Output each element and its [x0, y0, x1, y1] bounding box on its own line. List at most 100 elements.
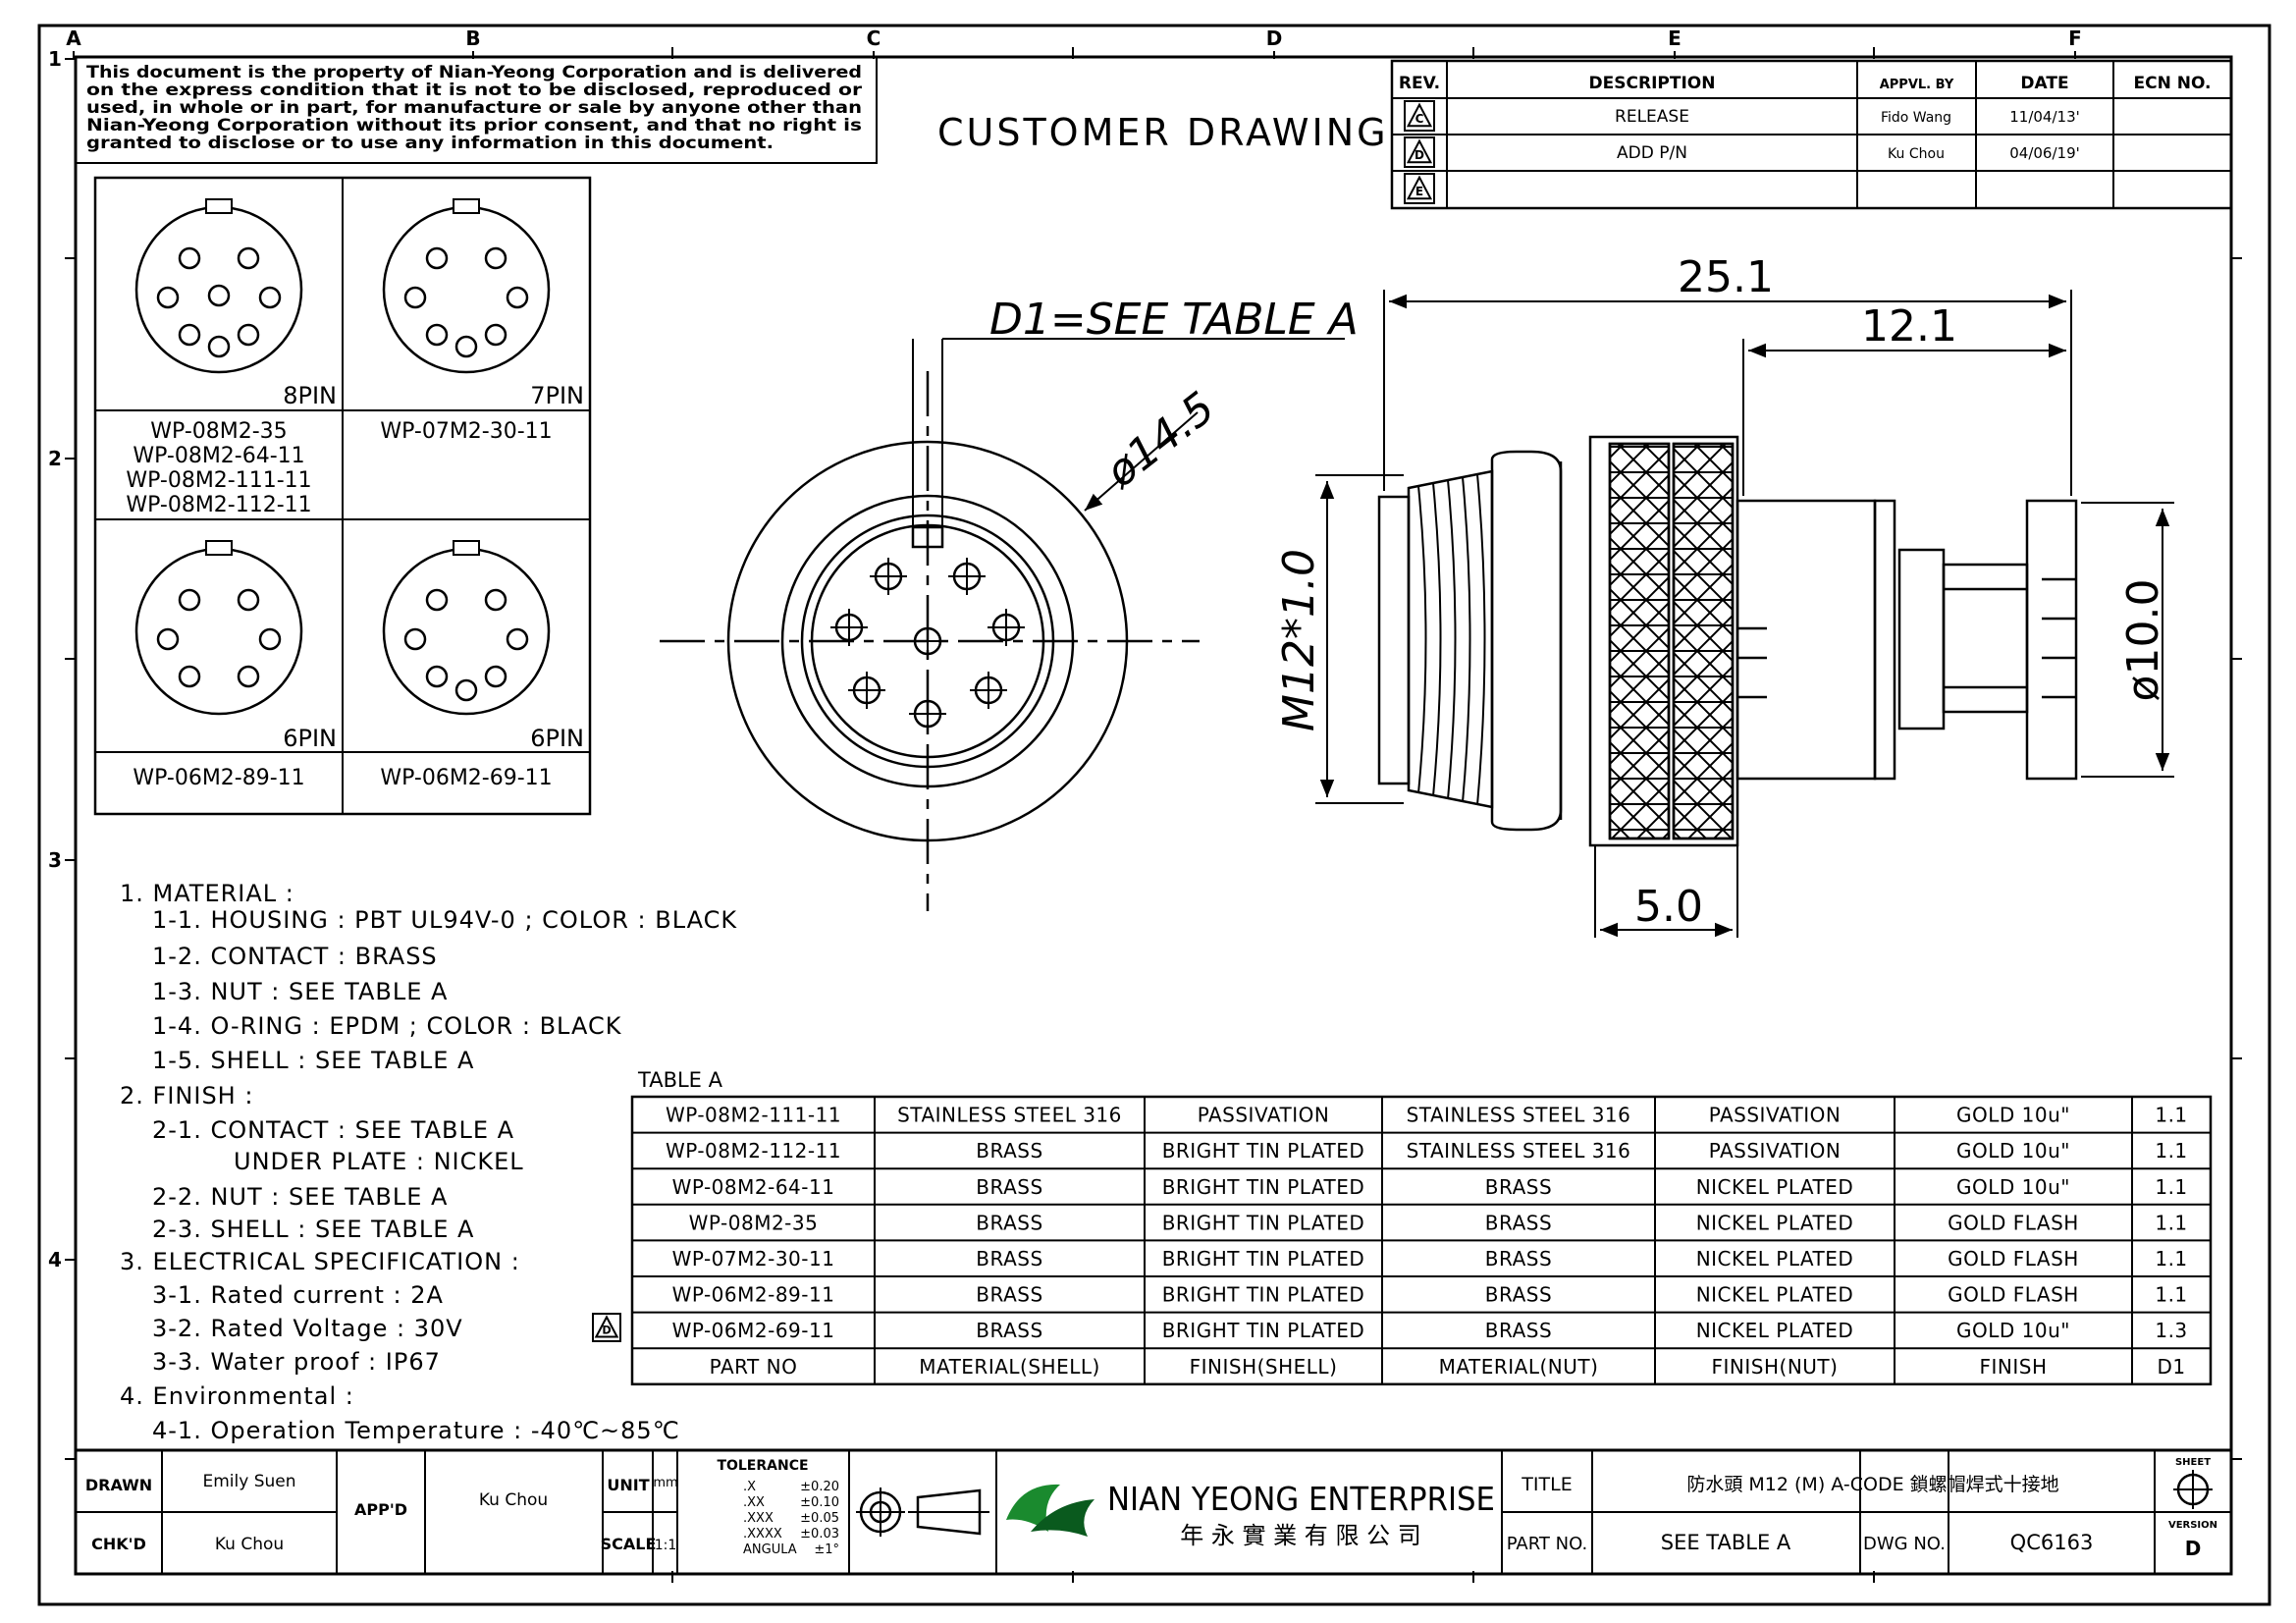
note-line: 3-3. Water proof : IP67 [152, 1348, 441, 1376]
notice-line: This document is the property of Nian-Ye… [86, 63, 862, 82]
revision-triangle: D [1404, 136, 1435, 168]
tolerance-key: .XXX [743, 1511, 774, 1526]
revision-header: APPVL. BY [1880, 78, 1954, 92]
note-line: 4. Environmental : [120, 1382, 354, 1410]
logo-leaf [1006, 1484, 1060, 1532]
pin-hole [425, 246, 449, 270]
table-a-cell: GOLD 10u" [1956, 1139, 2070, 1163]
table-a-header: FINISH(NUT) [1712, 1355, 1839, 1379]
table-a-cell: BRASS [1485, 1319, 1552, 1342]
revision-description: RELEASE [1615, 107, 1689, 127]
table-a-cell: WP-08M2-35 [689, 1211, 819, 1234]
note-line: 1-3. NUT : SEE TABLE A [152, 978, 448, 1005]
table-a-cell: STAINLESS STEEL 316 [1407, 1139, 1631, 1163]
table-a-cell: 1.1 [2155, 1104, 2187, 1127]
tolerance-key: .XX [743, 1495, 765, 1510]
frame-column-label: B [465, 27, 480, 50]
table-a-cell: PASSIVATION [1198, 1104, 1330, 1127]
table-a-header: D1 [2157, 1355, 2185, 1379]
drawn-by: Emily Suen [202, 1472, 295, 1491]
table-a-cell: BRIGHT TIN PLATED [1162, 1247, 1365, 1271]
table-a-cell: WP-08M2-111-11 [666, 1104, 841, 1127]
revision-date: 04/06/19' [2009, 144, 2080, 162]
table-a-cell: 1.1 [2155, 1139, 2187, 1163]
dimension-tail-diameter: ø10.0 [2118, 579, 2168, 702]
pin-hole [506, 627, 529, 651]
drawing-title: 防水頭 M12 (M) A-CODE 鎖螺帽焊式十接地 [1686, 1474, 2058, 1495]
table-a-cell: PASSIVATION [1709, 1104, 1842, 1127]
frame-column-label: C [867, 27, 881, 50]
logo-leaf [1031, 1499, 1095, 1537]
revision-triangle: C [1404, 100, 1435, 132]
revision-box [1404, 100, 1435, 132]
pin-hole [156, 286, 180, 309]
table-a-cell: BRIGHT TIN PLATED [1162, 1139, 1365, 1163]
revision-header: ECN NO. [2134, 74, 2212, 93]
revision-box [1404, 136, 1435, 168]
table-a-cell: BRASS [976, 1247, 1042, 1271]
table-a-cell: GOLD 10u" [1956, 1104, 2070, 1127]
company-name-chinese: 年 永 實 業 有 限 公 司 [1180, 1522, 1420, 1549]
pin-hole [403, 286, 427, 309]
tolerance-key: .XXXX [743, 1527, 782, 1542]
revision-box [1404, 173, 1435, 204]
pin-hole [484, 246, 507, 270]
frame-row-label: 2 [48, 447, 62, 470]
pin-hole [237, 246, 260, 270]
notice-line: granted to disclose or to use any inform… [86, 134, 774, 153]
table-a-cell: BRASS [976, 1283, 1042, 1307]
revision-header: REV. [1399, 74, 1440, 93]
table-a-cell: BRASS [976, 1211, 1042, 1234]
pin-hole [454, 335, 478, 358]
pin-hole [178, 323, 201, 347]
table-a-cell: NICKEL PLATED [1696, 1175, 1854, 1199]
revision-letter: C [1415, 112, 1424, 126]
revision-approved-by: Fido Wang [1881, 110, 1951, 126]
drawing-banner-title: CUSTOMER DRAWING [937, 111, 1389, 154]
revision-triangle-shape [594, 1315, 619, 1338]
checked-by: Ku Chou [215, 1535, 284, 1554]
tolerance-value: ±0.03 [800, 1527, 839, 1542]
dimension-front-diameter: ø14.5 [1096, 383, 1225, 499]
side-view [1315, 290, 2174, 938]
note-line: 2-1. CONTACT : SEE TABLE A [152, 1116, 514, 1144]
pin-count-label: 6PIN [530, 725, 584, 752]
key-notch [453, 540, 480, 556]
notice-line: used, in whole or in part, for manufactu… [86, 98, 862, 118]
note-line: 4-1. Operation Temperature : -40℃~85℃ [152, 1417, 680, 1444]
table-a-cell: GOLD FLASH [1948, 1247, 2079, 1271]
dimension-nut-width: 5.0 [1634, 882, 1703, 932]
approved-label: APP'D [354, 1500, 407, 1519]
frame-row-label: 3 [48, 848, 62, 872]
revision-header: DATE [2020, 74, 2068, 93]
tolerance-value: ±0.10 [800, 1495, 839, 1510]
pin-view-part-number: WP-06M2-89-11 [133, 766, 304, 790]
table-a-cell: BRASS [976, 1319, 1042, 1342]
drawing-number-label: DWG NO. [1863, 1534, 1946, 1554]
table-a-cell: BRIGHT TIN PLATED [1162, 1211, 1365, 1234]
table-a-cell: WP-08M2-64-11 [672, 1175, 835, 1199]
revision-triangle-shape [1406, 138, 1433, 164]
table-a-cell: GOLD 10u" [1956, 1175, 2070, 1199]
table-a-cell: WP-08M2-112-11 [666, 1139, 841, 1163]
table-a-cell: STAINLESS STEEL 316 [897, 1104, 1122, 1127]
pin-hole [484, 323, 507, 347]
approved-by: Ku Chou [479, 1490, 548, 1510]
note-line: 1-5. SHELL : SEE TABLE A [152, 1047, 474, 1074]
pin-count-label: 6PIN [283, 725, 337, 752]
table-a-cell: NICKEL PLATED [1696, 1319, 1854, 1342]
table-a-cell: 1.1 [2155, 1247, 2187, 1271]
version-value: D [2185, 1537, 2202, 1560]
revision-letter: D [1415, 148, 1424, 162]
revision-date: 11/04/13' [2009, 108, 2080, 126]
tolerance-label: TOLERANCE [717, 1458, 808, 1474]
table-a-cell: BRIGHT TIN PLATED [1162, 1319, 1365, 1342]
note-line: 2-2. NUT : SEE TABLE A [152, 1183, 448, 1211]
table-a-cell: 1.1 [2155, 1283, 2187, 1307]
